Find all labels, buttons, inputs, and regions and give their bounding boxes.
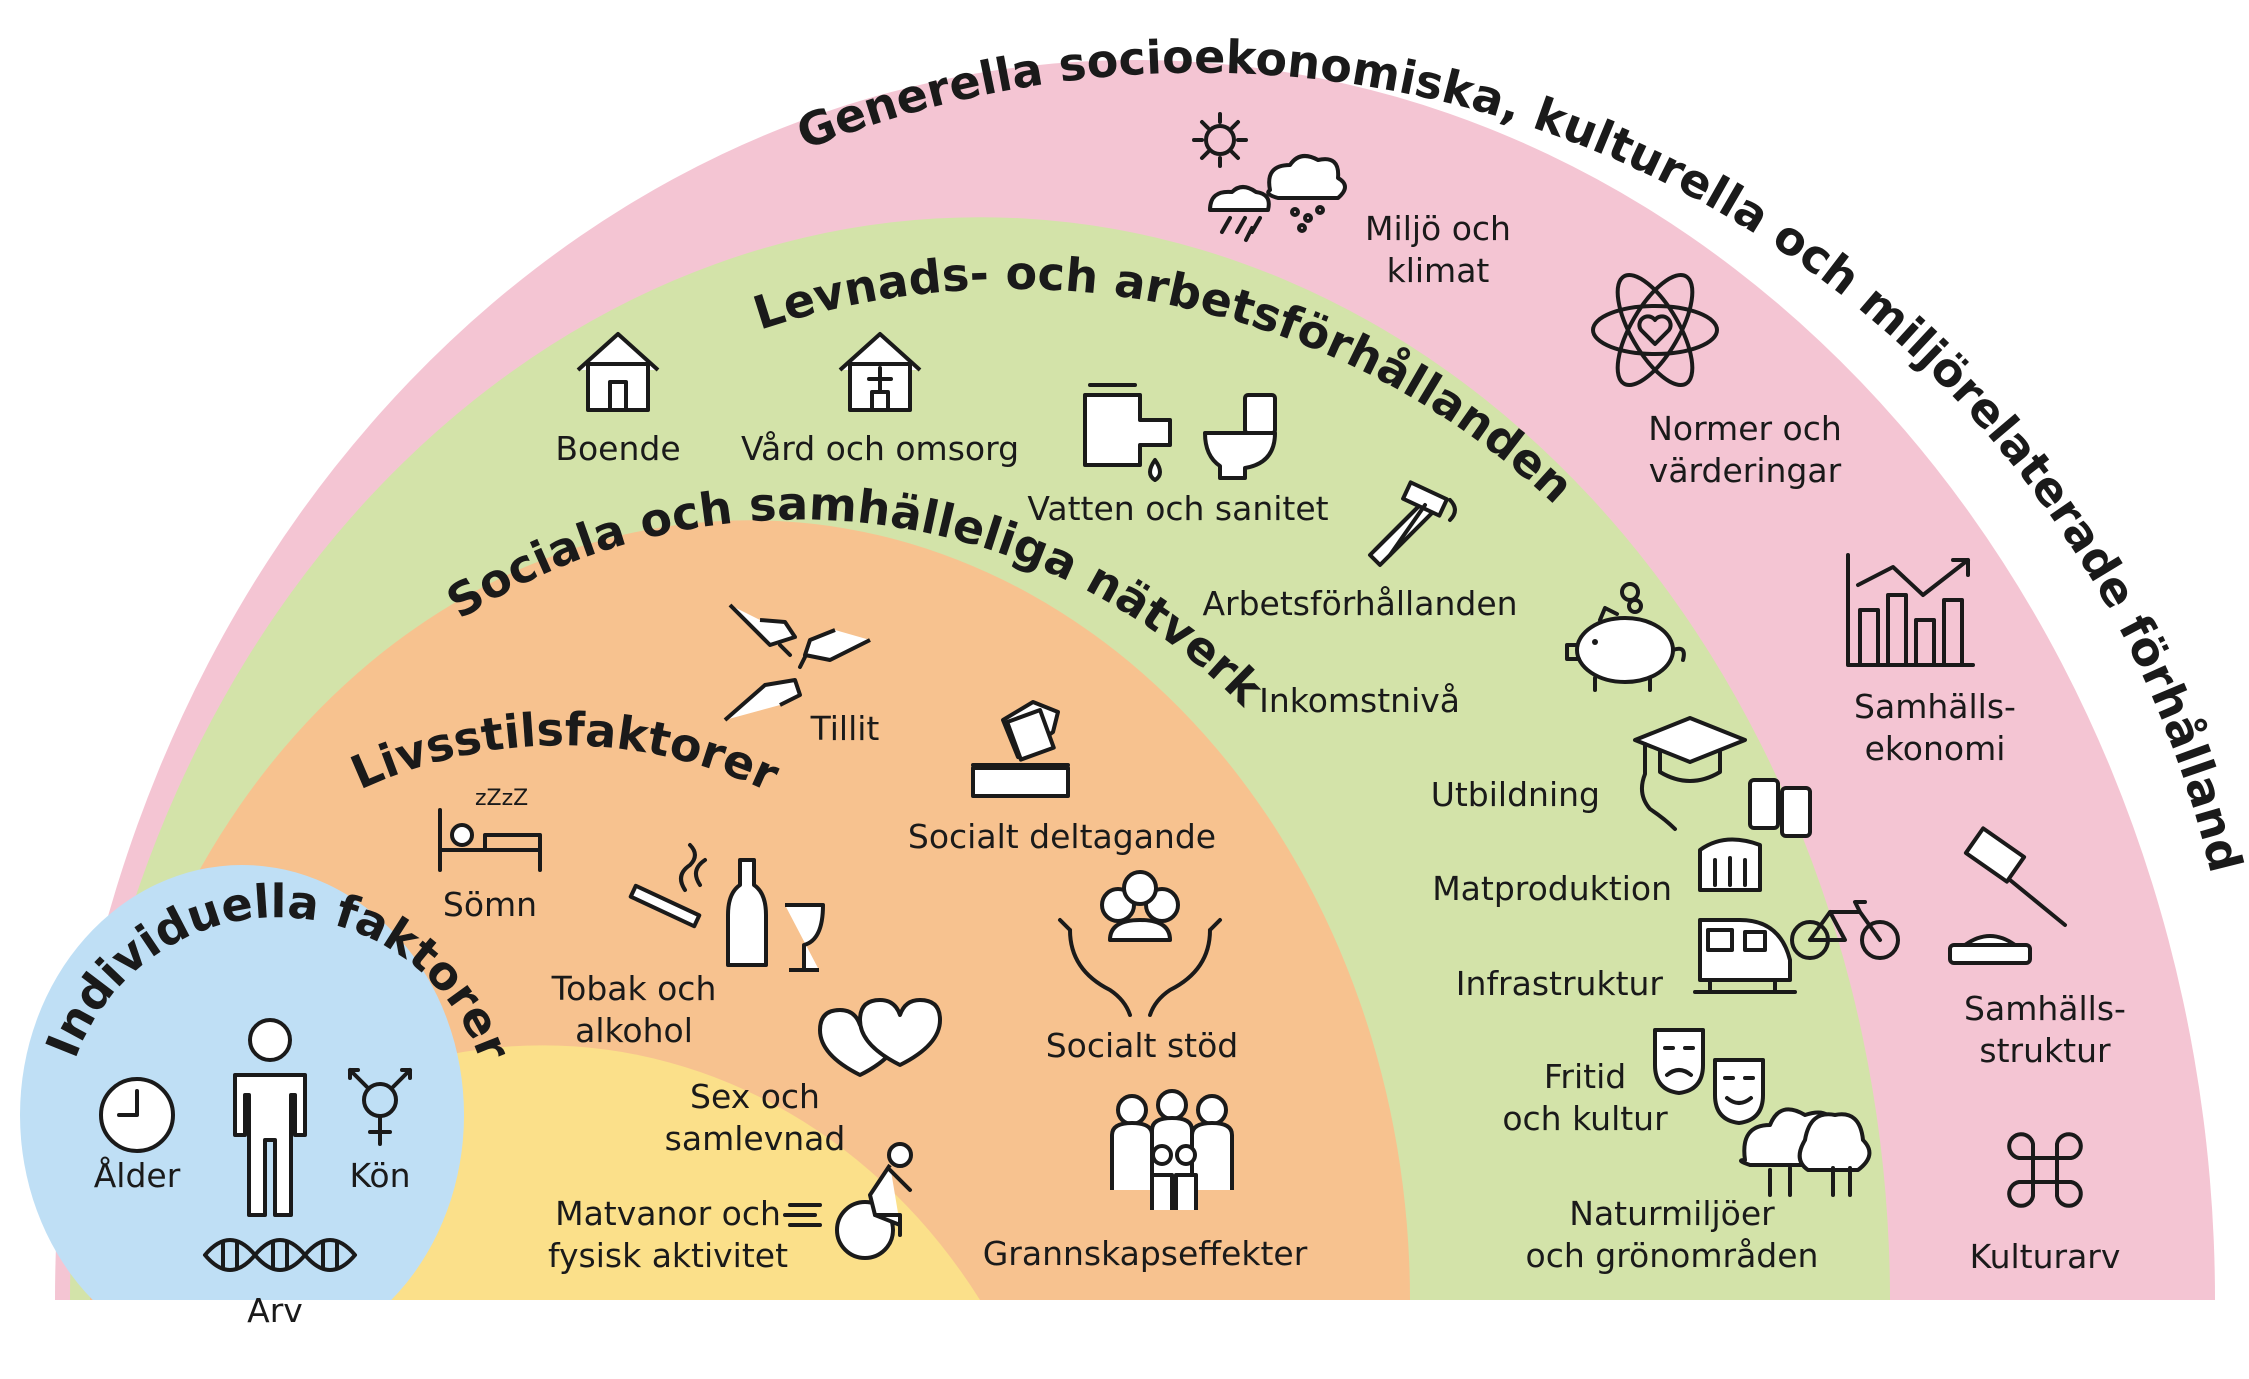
support-hands-icon <box>1058 870 1222 1017</box>
bar-chart-icon <box>1846 553 1975 667</box>
grannskap-label: Grannskapseffekter <box>983 1234 1308 1273</box>
food-cans-icon <box>1698 778 1812 892</box>
vard-label: Vård och omsorg <box>741 429 1019 468</box>
deltagande-label: Socialt deltagande <box>908 817 1216 856</box>
command-icon <box>2007 1132 2083 1208</box>
ekonomi-label-2: ekonomi <box>1865 729 2006 768</box>
inkomst-label: Inkomstnivå <box>1259 681 1460 720</box>
piggy-bank-icon <box>1565 582 1686 692</box>
tobacco-alcohol-icon <box>628 843 825 972</box>
clock-icon <box>99 1077 175 1153</box>
toilet-icon <box>1203 393 1277 480</box>
ekonomi-label-1: Samhälls- <box>1854 687 2016 726</box>
dna-icon <box>203 1238 357 1272</box>
miljo-label-2: klimat <box>1387 251 1490 290</box>
somn-label: Sömn <box>443 885 537 924</box>
tobak-label-2: alkohol <box>575 1011 693 1050</box>
fritid-label-1: Fritid <box>1544 1057 1626 1096</box>
weather-icon <box>1192 112 1347 242</box>
person-icon <box>233 1018 307 1217</box>
boende-label: Boende <box>555 429 680 468</box>
group-people-icon <box>1110 1089 1234 1210</box>
tillit-label: Tillit <box>810 709 880 748</box>
infra-label: Infrastruktur <box>1456 964 1664 1003</box>
graduation-cap-icon <box>1633 716 1747 831</box>
struktur-label-1: Samhälls- <box>1964 989 2126 1028</box>
hearts-icon <box>818 998 942 1077</box>
miljo-label-1: Miljö och <box>1365 209 1511 248</box>
hands-trust-icon <box>723 603 871 722</box>
gavel-icon <box>1948 826 2067 965</box>
normer-label-2: värderingar <box>1649 451 1842 490</box>
arbete-label: Arbetsförhållanden <box>1202 584 1517 623</box>
matvanor-label-2: fysisk aktivitet <box>548 1236 788 1275</box>
ballot-box-icon <box>971 700 1070 798</box>
exercise-ball-icon <box>783 1142 913 1260</box>
bed-sleep-icon: zZzZ <box>438 786 542 872</box>
bottom-margin <box>0 1300 2249 1374</box>
theater-masks-icon <box>1653 1028 1765 1125</box>
kon-label: Kön <box>349 1156 410 1195</box>
utbildning-label: Utbildning <box>1431 775 1600 814</box>
atom-heart-icon <box>1591 272 1719 388</box>
faucet-icon <box>1083 383 1172 482</box>
mat-label: Matproduktion <box>1432 869 1672 908</box>
tools-icon <box>1368 480 1457 567</box>
normer-label-1: Normer och <box>1648 409 1842 448</box>
fritid-label-2: och kultur <box>1502 1099 1668 1138</box>
kulturarv-label: Kulturarv <box>1970 1237 2121 1276</box>
vatten-label: Vatten och sanitet <box>1027 489 1328 528</box>
clinic-icon <box>838 332 922 412</box>
alder-label: Ålder <box>94 1155 181 1195</box>
natur-label-2: och grönområden <box>1526 1236 1819 1275</box>
struktur-label-2: struktur <box>1979 1031 2111 1070</box>
bicycle-icon <box>1790 900 1900 960</box>
stod-label: Socialt stöd <box>1046 1026 1239 1065</box>
zzz-text: zZzZ <box>475 786 528 811</box>
matvanor-label-1: Matvanor och <box>555 1194 781 1233</box>
sex-label-2: samlevnad <box>665 1119 846 1158</box>
gender-symbol-icon <box>348 1068 412 1146</box>
trees-icon <box>1739 1107 1872 1197</box>
sex-label-1: Sex och <box>690 1077 820 1116</box>
arv-label: Arv <box>247 1291 303 1330</box>
house-icon <box>576 332 660 412</box>
tobak-label-1: Tobak och <box>551 969 717 1008</box>
train-icon <box>1693 918 1797 994</box>
natur-label-1: Naturmiljöer <box>1569 1194 1775 1233</box>
